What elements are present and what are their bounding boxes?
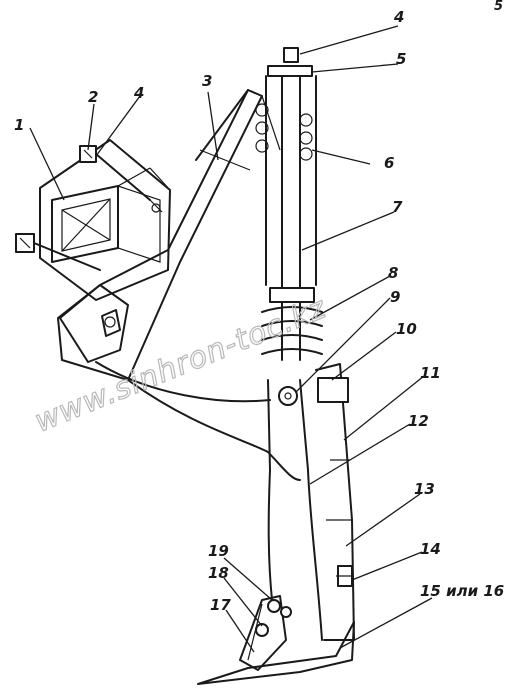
corner-mark: 5 — [494, 0, 503, 14]
sweep-share — [197, 621, 355, 685]
pivot-pin — [278, 386, 298, 406]
label-1: 1 — [14, 116, 24, 134]
label-14: 14 — [420, 540, 441, 558]
label-2: 2 — [88, 88, 98, 106]
label-11: 11 — [420, 364, 441, 382]
label-13: 13 — [414, 480, 435, 498]
label-7: 7 — [392, 198, 403, 216]
s-tine-shank — [95, 361, 355, 641]
label-10: 10 — [396, 320, 417, 338]
label-19: 19 — [208, 542, 229, 560]
label-15-or-16: 15 или 16 — [420, 582, 504, 600]
compression-spring — [261, 287, 323, 355]
rear-bracket-10 — [317, 377, 349, 403]
share-assembly — [197, 565, 355, 685]
clamp-bolt-lower — [15, 233, 101, 271]
rod-washer — [267, 65, 313, 77]
rod-top-nut — [283, 47, 299, 63]
bracket-plate — [57, 89, 281, 381]
side-bolt — [336, 565, 354, 587]
share-bolt-upper — [267, 599, 281, 613]
label-6: 6 — [384, 154, 394, 172]
part-labels: 1 2 4 3 4 5 6 7 8 9 10 11 12 13 14 15 ил… — [14, 0, 504, 614]
share-nut — [280, 606, 292, 618]
label-9: 9 — [390, 288, 400, 306]
rod-spring-assembly — [255, 47, 323, 406]
label-8: 8 — [388, 264, 398, 282]
loosening-point — [239, 595, 287, 671]
bracket-bolt — [101, 309, 121, 337]
label-3: 3 — [202, 72, 212, 90]
label-5: 5 — [396, 50, 406, 68]
label-18: 18 — [208, 564, 229, 582]
label-12: 12 — [408, 412, 429, 430]
label-4-right: 4 — [393, 8, 404, 26]
share-bolt-lower — [255, 623, 269, 637]
leader-lines — [29, 25, 433, 653]
label-17: 17 — [210, 596, 231, 614]
frame-clamp — [15, 139, 171, 301]
clamp-plate — [39, 139, 171, 301]
label-4-left: 4 — [133, 84, 144, 102]
